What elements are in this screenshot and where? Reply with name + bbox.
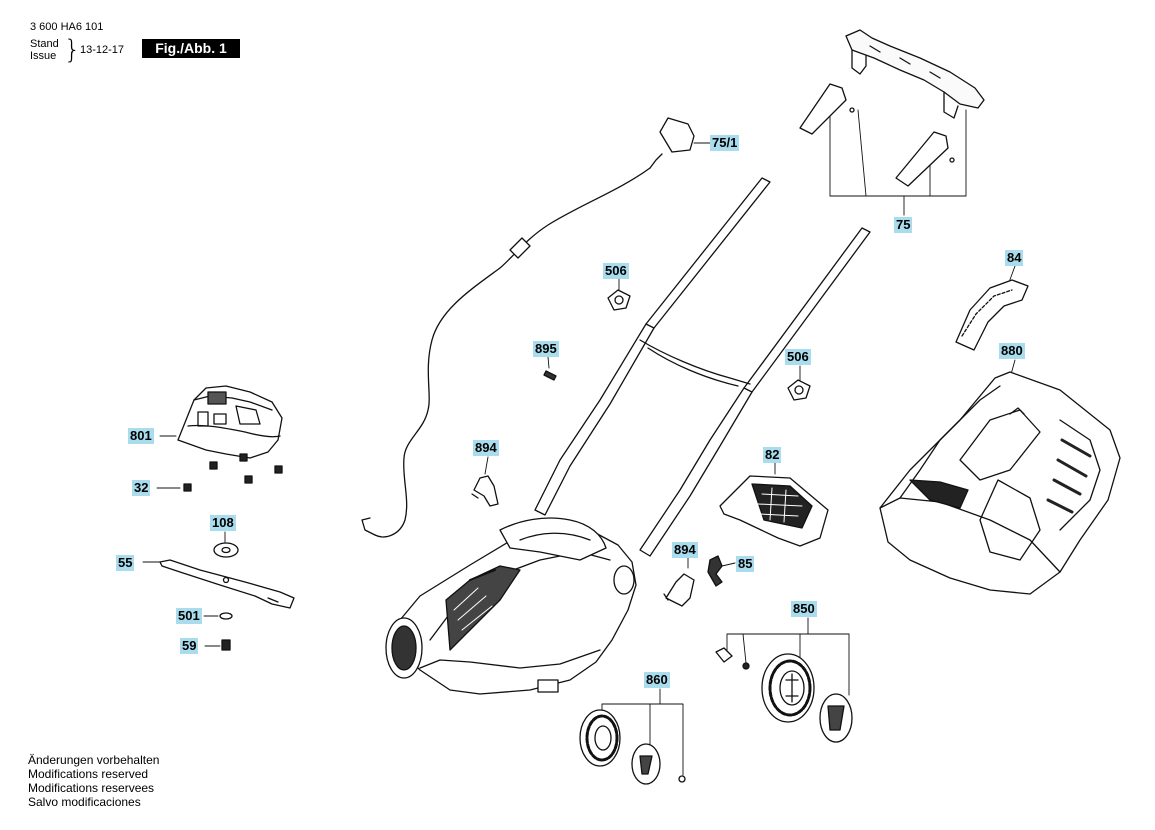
figure-label: Fig./Abb. 1 [142,39,240,58]
knob-506-b [787,379,811,401]
footer-line-fr: Modifications reservees [28,781,155,795]
callout-506-b: 506 [785,349,811,365]
grass-box-880 [879,371,1121,595]
callout-894-a: 894 [473,440,499,456]
footer-line-de: Änderungen vorbehalten [28,753,160,767]
motor-801 [177,385,283,459]
footer-notes: Änderungen vorbehalten Modifications res… [28,753,159,809]
stand-label: Stand [30,38,59,50]
handle-tubes [534,177,871,557]
callout-850: 850 [791,601,817,617]
washer-108 [213,542,239,558]
callout-82: 82 [763,447,782,463]
strap-84 [955,279,1029,351]
screw-895 [543,370,557,381]
callout-501: 501 [176,608,202,624]
wheel-850 [715,647,853,743]
wheel-860 [579,709,686,785]
issue-date: 13-12-17 [80,44,125,56]
footer-line-en: Modifications reserved [28,767,149,781]
callout-895: 895 [533,341,559,357]
callout-506-a: 506 [603,263,629,279]
callout-801: 801 [128,428,154,444]
spring-85 [707,555,723,587]
latch-894-b [663,573,695,607]
issue-label: Issue [30,50,57,62]
brace-glyph: } [64,35,81,65]
callout-894-b: 894 [672,542,698,558]
handle-grip-assembly [799,29,985,187]
screws-32 [183,453,283,492]
cable-with-plug [361,117,695,538]
washer-501 [219,612,233,620]
callout-55: 55 [116,555,135,571]
footer-line-es: Salvo modificaciones [28,795,141,809]
leader-lines [142,99,1016,776]
knob-506-a [607,289,631,311]
latch-894-a [471,475,499,507]
callout-880: 880 [999,343,1025,359]
callout-75-1: 75/1 [710,135,740,151]
blade-55 [159,559,295,609]
callout-32: 32 [132,480,151,496]
cover-82 [719,475,829,547]
callout-84: 84 [1005,250,1024,266]
callout-85: 85 [736,556,755,572]
callout-59: 59 [180,638,199,654]
callout-860: 860 [644,672,670,688]
callout-108: 108 [210,515,236,531]
mower-body [385,517,637,695]
bolt-59 [221,639,231,651]
callout-75: 75 [894,217,913,233]
part-number: 3 600 HA6 101 [30,21,104,33]
